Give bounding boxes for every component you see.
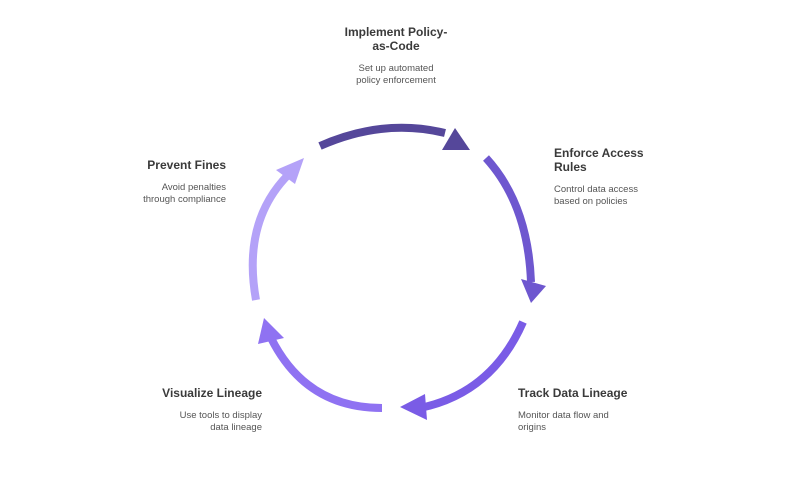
step-track-lineage: Track Data Lineage Monitor data flow and… [518, 386, 668, 434]
arrow-shaft [318, 123, 446, 150]
cycle-arrow-prevent-fines [248, 158, 304, 301]
arrow-head [442, 128, 470, 150]
step-description: Set up automated policy enforcement [356, 63, 436, 86]
arrow-head [521, 279, 546, 303]
step-title: Track Data Lineage [518, 386, 628, 400]
cycle-arrow-enforce-access [483, 155, 546, 303]
step-description: Control data access based on policies [554, 184, 638, 207]
cycle-arrow-visualize-lineage [258, 318, 383, 412]
arrow-head [276, 158, 304, 184]
arrow-shaft [483, 155, 535, 283]
step-enforce-access: Enforce Access Rules Control data access… [554, 146, 694, 208]
step-implement-policy: Implement Policy- as-Code Set up automat… [326, 25, 466, 87]
step-title: Enforce Access Rules [554, 146, 644, 174]
step-description: Avoid penalties through compliance [143, 182, 226, 205]
arrow-head [400, 394, 427, 420]
step-prevent-fines: Prevent Fines Avoid penalties through co… [86, 158, 226, 206]
cycle-arrow-implement-policy [318, 123, 470, 150]
step-description: Monitor data flow and origins [518, 410, 609, 433]
arrow-head [258, 318, 284, 344]
step-visualize-lineage: Visualize Lineage Use tools to display d… [112, 386, 262, 434]
arrow-shaft [419, 320, 527, 412]
cycle-arrow-track-lineage [400, 320, 527, 420]
step-title: Prevent Fines [147, 158, 226, 172]
arrow-shaft [248, 172, 291, 301]
step-title: Visualize Lineage [162, 386, 262, 400]
arrow-shaft [267, 336, 383, 412]
step-description: Use tools to display data lineage [179, 410, 262, 433]
step-title: Implement Policy- as-Code [344, 25, 448, 53]
